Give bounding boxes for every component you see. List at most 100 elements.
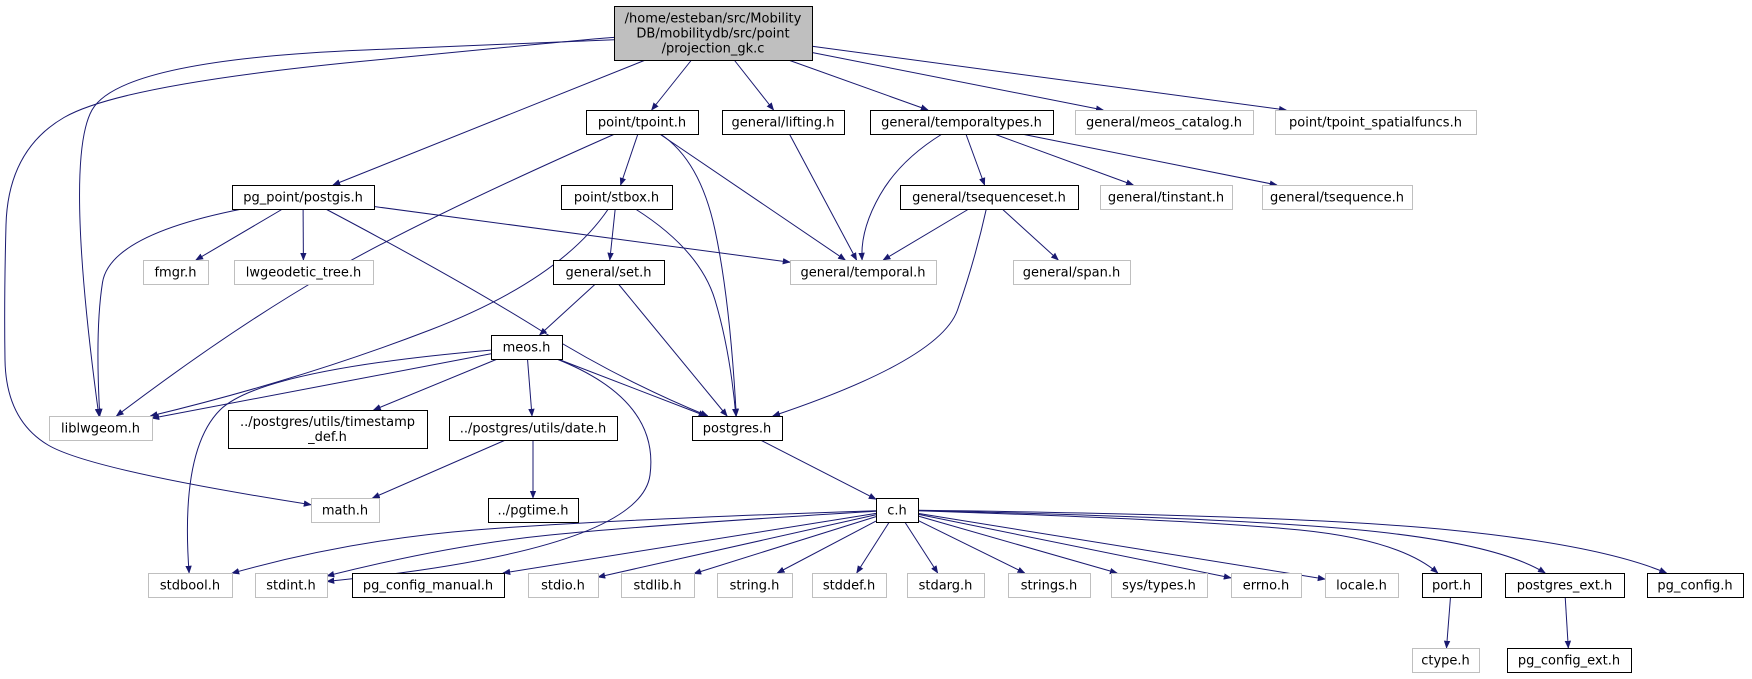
node-label: /home/esteban/src/Mobility — [625, 12, 802, 27]
node-box — [586, 110, 699, 135]
node-label: general/tsequenceset.h — [912, 191, 1066, 206]
edge-c-to-errno — [917, 513, 1232, 580]
node-tsequenceset[interactable]: general/tsequenceset.h — [900, 185, 1079, 210]
node-label: liblwgeom.h — [61, 422, 140, 437]
node-tpoint-spatialfuncs: point/tpoint_spatialfuncs.h — [1275, 110, 1477, 135]
node-pg-config[interactable]: pg_config.h — [1647, 573, 1744, 598]
edge-tpoint-to-postgres — [660, 133, 740, 417]
edge-root-to-meos_catalog — [811, 52, 1104, 112]
edge-stbox-to-liblwgeom — [149, 208, 609, 418]
node-label: ../pgtime.h — [498, 504, 569, 519]
node-box — [1412, 648, 1480, 673]
node-box — [491, 335, 563, 360]
node-box — [1008, 573, 1091, 598]
edge-c-to-stdbool — [231, 510, 877, 575]
node-tpoint[interactable]: point/tpoint.h — [586, 110, 699, 135]
node-lwgeodetic-tree: lwgeodetic_tree.h — [234, 260, 374, 285]
edge-root-to-math — [4, 36, 615, 507]
node-label: ../postgres/utils/date.h — [460, 422, 607, 437]
node-box — [528, 573, 599, 598]
edge-postgres_ext-to-pg_config_ext — [1564, 596, 1572, 649]
node-label: fmgr.h — [154, 266, 196, 281]
node-pg-config-ext[interactable]: pg_config_ext.h — [1507, 648, 1632, 673]
node-port[interactable]: port.h — [1422, 573, 1482, 598]
edge-c-to-stdint — [326, 510, 877, 578]
node-box — [722, 110, 845, 135]
edge-c-to-locale — [917, 512, 1326, 582]
node-label: ctype.h — [1421, 654, 1470, 669]
node-label: pg_config_manual.h — [363, 579, 493, 594]
node-box — [232, 185, 375, 210]
node-root[interactable]: /home/esteban/src/MobilityDB/mobilitydb/… — [614, 6, 813, 61]
node-lifting[interactable]: general/lifting.h — [722, 110, 845, 135]
node-tinstant: general/tinstant.h — [1100, 185, 1233, 210]
node-label: general/set.h — [565, 266, 651, 281]
node-postgres-ext[interactable]: postgres_ext.h — [1505, 573, 1625, 598]
node-label: DB/mobilitydb/src/point — [636, 27, 789, 42]
node-stbox[interactable]: point/stbox.h — [561, 185, 673, 210]
node-box — [148, 573, 233, 598]
node-box — [352, 573, 505, 598]
edge-c-to-sys_types — [917, 515, 1118, 575]
node-postgis[interactable]: pg_point/postgis.h — [232, 185, 375, 210]
edge-c-to-strings — [917, 519, 1026, 574]
node-label: stdlib.h — [634, 579, 682, 594]
node-date[interactable]: ../postgres/utils/date.h — [449, 416, 618, 441]
node-stdint: stdint.h — [255, 573, 328, 598]
edge-root-to-tpoint_spatialfuncs — [811, 45, 1287, 113]
edge-root-to-liblwgeom — [79, 39, 615, 417]
node-box — [1262, 185, 1413, 210]
node-pg-config-manual[interactable]: pg_config_manual.h — [352, 573, 505, 598]
edge-meos-to-timestamp_def — [372, 358, 498, 411]
edge-root-to-tpoint — [651, 59, 692, 111]
node-temporaltypes[interactable]: general/temporaltypes.h — [870, 110, 1054, 135]
node-postgres[interactable]: postgres.h — [692, 416, 783, 441]
node-box — [311, 498, 380, 523]
node-fmgr: fmgr.h — [143, 260, 209, 285]
node-label: general/tsequence.h — [1270, 191, 1404, 206]
node-meos[interactable]: meos.h — [491, 335, 563, 360]
node-temporal: general/temporal.h — [790, 260, 937, 285]
node-box — [1505, 573, 1625, 598]
edge-root-to-postgis — [332, 59, 646, 186]
node-label: general/lifting.h — [732, 116, 835, 131]
node-timestamp-def[interactable]: ../postgres/utils/timestamp_def.h — [228, 410, 428, 449]
edge-c-to-stdlib — [693, 516, 877, 575]
node-box — [717, 573, 793, 598]
node-box — [870, 110, 1054, 135]
node-meos-catalog: general/meos_catalog.h — [1075, 110, 1254, 135]
node-set[interactable]: general/set.h — [553, 260, 665, 285]
node-box — [1647, 573, 1744, 598]
dependency-edges — [4, 36, 1668, 649]
node-box — [49, 416, 153, 441]
edge-meos-to-date — [527, 358, 535, 417]
node-errno: errno.h — [1231, 573, 1302, 598]
node-label: general/tinstant.h — [1108, 191, 1224, 206]
edge-set-to-postgres — [618, 283, 728, 417]
node-label: pg_point/postgis.h — [243, 191, 363, 206]
node-c[interactable]: c.h — [876, 498, 919, 523]
node-label: /projection_gk.c — [662, 42, 765, 57]
node-pgtime[interactable]: ../pgtime.h — [488, 498, 579, 523]
node-box — [1325, 573, 1399, 598]
node-box — [692, 416, 783, 441]
node-string: string.h — [717, 573, 793, 598]
node-box — [1231, 573, 1302, 598]
node-box — [900, 185, 1079, 210]
node-label: lwgeodetic_tree.h — [246, 266, 362, 281]
edge-postgis-to-postgres — [325, 208, 709, 417]
edge-postgis-to-fmgr — [195, 208, 283, 261]
node-label: sys/types.h — [1122, 579, 1196, 594]
node-box — [621, 573, 695, 598]
node-box — [1275, 110, 1477, 135]
node-stdlib: stdlib.h — [621, 573, 695, 598]
node-box — [255, 573, 328, 598]
node-label: postgres.h — [703, 422, 772, 437]
node-label: stdio.h — [541, 579, 585, 594]
edge-c-to-pg_config — [917, 509, 1668, 574]
node-label: _def.h — [307, 430, 347, 445]
node-box — [1111, 573, 1208, 598]
node-box — [488, 498, 579, 523]
node-label: point/tpoint.h — [598, 116, 686, 131]
